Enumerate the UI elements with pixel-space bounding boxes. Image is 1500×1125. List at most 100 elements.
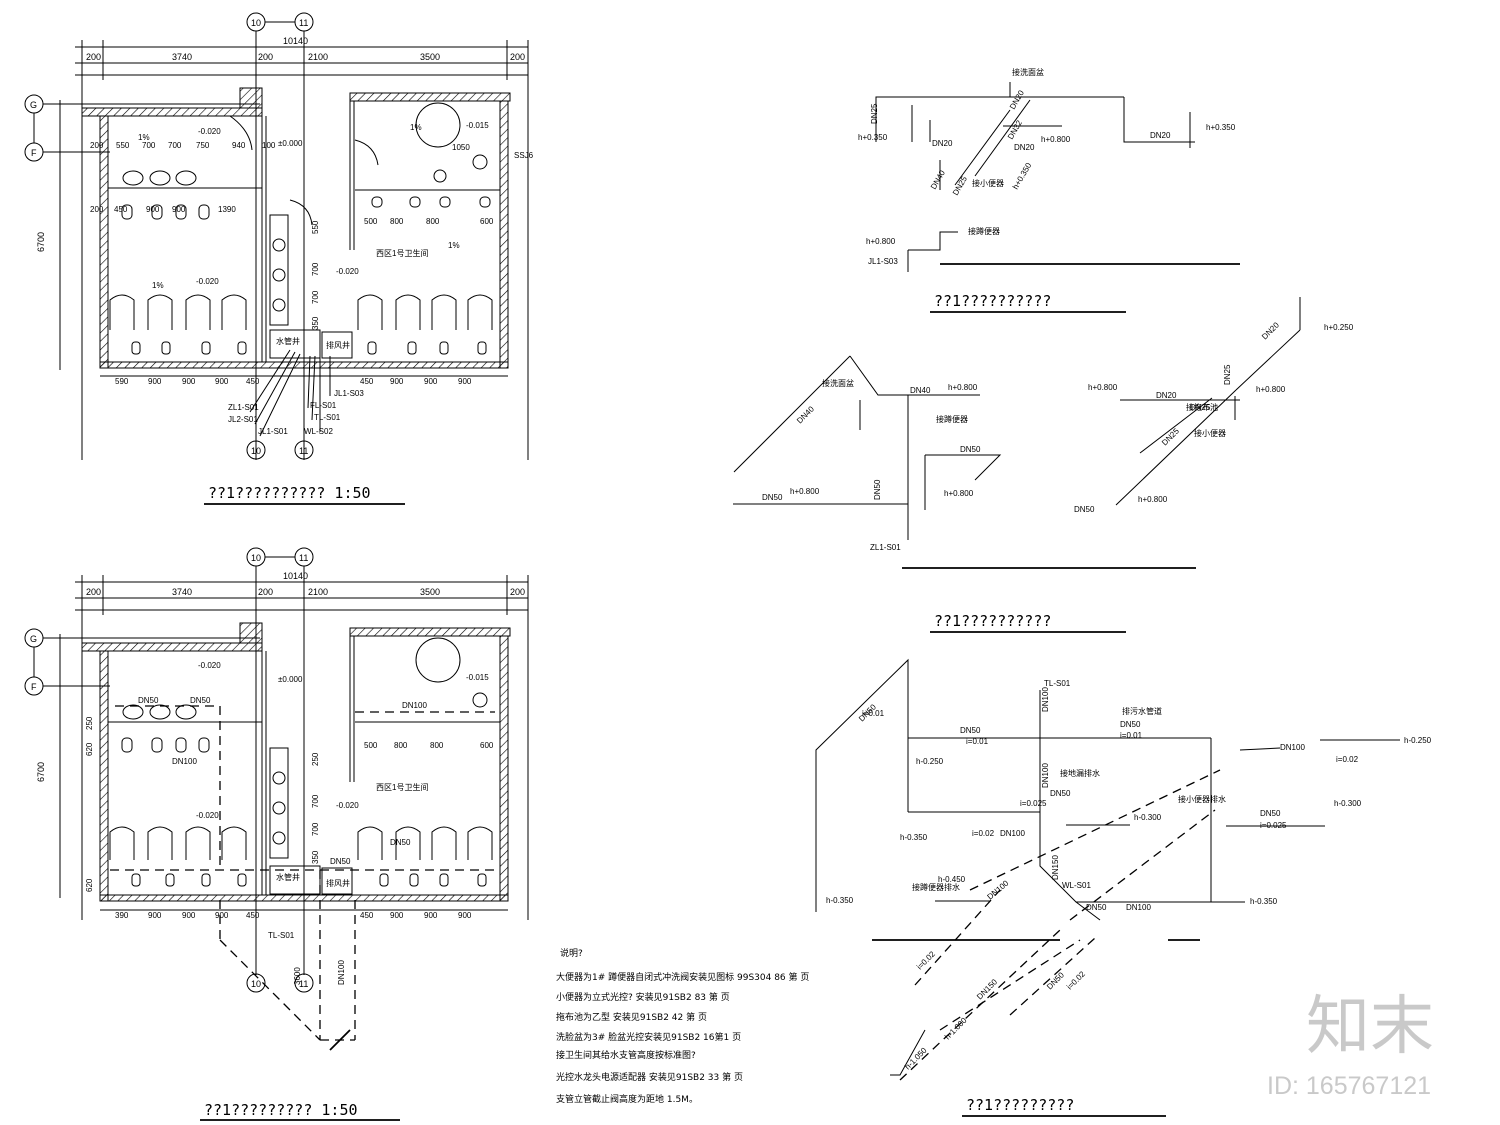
axis-label: G [30,634,37,644]
axis-bubble-g: G [24,94,44,114]
level-label: h+0.800 [1041,135,1071,144]
fixture-note: 接蹲便器 [968,226,1000,236]
axis-label: 10 [251,446,261,456]
dim-text: 600 [480,217,494,226]
slope-label: 1% [152,281,164,290]
dim-text: 250 [85,716,94,730]
pipe-label: DN50 [1050,789,1071,798]
level-label: h-0.350 [1250,897,1278,906]
pipe-tag: ZL1-S01 [870,543,901,552]
axis-label: 11 [299,18,308,28]
level-label: h+0.350 [858,133,888,142]
dim-text: 750 [196,141,210,150]
note-line: 小便器为立式光控? 安装见91SB2 83 第 页 [556,991,730,1003]
toilet-stalls-right [357,294,493,355]
dim-text: 200 [90,141,104,150]
slope-label: i=0.02 [1065,969,1087,991]
dim-text: 900 [458,377,472,386]
dim-text: 940 [232,141,246,150]
pipe-label: DN100 [172,757,197,766]
pipe-label: DN100 [402,701,427,710]
dim-text: 350 [311,316,320,330]
pipe-tag: TL-S01 [314,413,341,422]
note-line: 拖布池为乙型 安装见91SB2 42 第 页 [556,1011,707,1023]
axis-label: 10 [251,979,261,989]
dim-text: 900 [148,377,162,386]
room-label: 西区1号卫生间 [376,248,428,258]
dim-text: 390 [115,911,129,920]
slope-label: 1% [138,133,150,142]
level-label: -0.020 [198,661,221,670]
fixture-note: 接拖布池 [1186,402,1218,412]
axis-label: G [30,100,37,110]
dim-text: 900 [172,205,186,214]
slope-label: 1% [448,241,460,250]
dim-text: 200 [86,587,101,597]
pipe-label: DN40 [929,168,947,191]
pipe-label: DN150 [975,977,999,1001]
pipe-label: DN25 [1190,403,1211,412]
slope-label: i=0.02 [915,949,937,971]
pipe-tag: WL-S01 [1062,881,1091,890]
pipe-tag: WL-S02 [304,427,333,436]
axis-label: 11 [299,446,308,456]
mop-sink-column [269,214,289,326]
pipe-label: DN20 [1008,88,1026,111]
dim-text: 3500 [420,52,440,62]
level-label: h-0.250 [916,757,944,766]
run-dim: DN100 [337,960,346,985]
axis-label: 11 [299,553,308,563]
fixture-note: 接蹲便器 [936,414,968,424]
urinal-row-right [371,196,491,208]
level-label: -0.015 [466,673,489,682]
pipe-label: DN20 [1260,320,1281,341]
shaft-label: 排风井 [326,878,350,888]
level-label: h-0.350 [900,833,928,842]
pipe-label: DN25 [951,174,969,197]
pipe-tag: JL1-S03 [334,389,364,398]
level-label: h+0.800 [1088,383,1118,392]
slope-label: i=0.02 [1336,755,1359,764]
axis-label: 10 [251,553,261,563]
slope-label: 1% [410,123,422,132]
pipe-label: DN40 [910,386,931,395]
fixture-note: 接蹲便器排水 [912,882,960,892]
dim-text: 800 [394,741,408,750]
pipe-label: DN50 [330,857,351,866]
dim-text: 900 [458,911,472,920]
door-swings [229,115,379,226]
level-label: h-1.050 [903,1045,929,1071]
dim-text: 900 [390,377,404,386]
iso-title: ??1????????? [966,1096,1074,1114]
dim-text: 2100 [308,587,328,597]
level-label: h-0.450 [938,875,966,884]
shaft-label: 排风井 [326,340,350,350]
round-table [415,637,488,708]
fixture-note: 接小便器 [1194,428,1226,438]
dim-text: 500 [364,217,378,226]
pipe-tag: ZL1-S01 [228,403,259,412]
pipe-label: DN20 [1014,143,1035,152]
level-label: h+0.800 [1138,495,1168,504]
level-label: -0.020 [336,801,359,810]
dim-text: 200 [510,587,525,597]
dim-text: 250 [311,752,320,766]
slope-label: i=0.025 [1020,799,1047,808]
dim-text: 700 [311,822,320,836]
pipe-tag: JL1-S03 [868,257,898,266]
level-label: h+0.800 [944,489,974,498]
pipe-label: DN50 [138,696,159,705]
toilet-stalls-right [357,826,493,887]
iso-title: ??1?????????? [934,292,1051,310]
axis-bubble-11: 11 [265,12,314,32]
dim-text: 700 [168,141,182,150]
level-label: h-0.300 [1334,799,1362,808]
pipe-well-label: 水管井 [276,336,300,346]
dim-text: 900 [390,911,404,920]
axis-bubble-10-bottom: 10 [246,440,266,460]
toilet-stalls-left [109,826,247,887]
fixture-note: 接地漏排水 [1060,768,1100,778]
level-label: h+0.350 [1011,161,1034,191]
note-line: 洗脸盆为3# 脸盆光控安装见91SB2 16第1 页 [556,1031,741,1043]
pipe-label: DN50 [960,726,981,735]
